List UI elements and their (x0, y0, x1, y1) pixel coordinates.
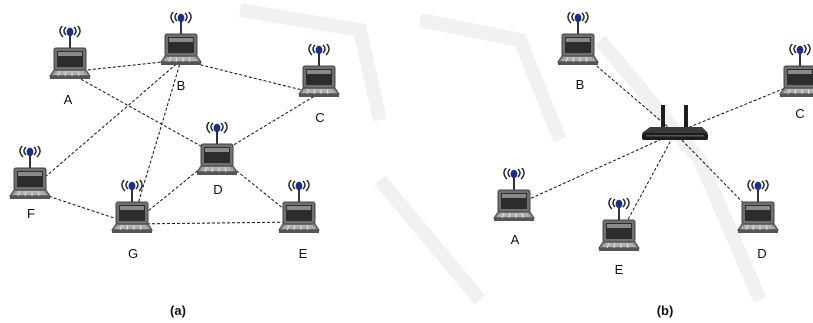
caption-b: (b) (657, 303, 674, 318)
panel-a-mesh-network: A B C D E F G (9, 12, 340, 261)
link-a-f-b (29, 59, 182, 191)
node-label-b-a: A (511, 232, 520, 247)
laptop-wireless-icon (196, 122, 238, 176)
node-label-a-c: C (315, 110, 324, 125)
watermark (238, 3, 767, 305)
laptop-wireless-icon (737, 180, 779, 234)
node-label-a-g: G (128, 246, 138, 261)
link-b-r-a (513, 132, 676, 207)
node-label-a-b: B (177, 78, 186, 93)
link-a-b-g (131, 59, 182, 225)
link-a-a-d (67, 71, 218, 156)
node-label-a-a: A (64, 92, 73, 107)
link-a-a-b (67, 59, 182, 73)
node-label-a-e: E (299, 246, 308, 261)
laptop-wireless-icon (557, 12, 599, 66)
link-b-r-c (674, 81, 801, 134)
node-label-b-c: C (795, 106, 804, 121)
link-b-r-e (618, 132, 676, 237)
caption-a: (a) (170, 303, 186, 318)
node-label-b-d: D (757, 246, 766, 261)
laptop-wireless-icon (49, 26, 91, 80)
node-label-a-d: D (213, 182, 222, 197)
panel-b-infrastructure-network: A B C D E (493, 12, 813, 277)
laptop-wireless-icon (298, 44, 340, 98)
node-label-b-e: E (615, 262, 624, 277)
laptop-wireless-icon (9, 146, 51, 200)
laptop-wireless-icon (160, 12, 202, 66)
laptop-wireless-icon (278, 180, 320, 234)
laptop-wireless-icon (779, 44, 813, 98)
link-a-g-e (131, 221, 301, 225)
link-a-b-c (180, 59, 319, 95)
node-label-a-f: F (27, 206, 35, 221)
laptop-wireless-icon (493, 168, 535, 222)
laptop-wireless-icon (111, 180, 153, 234)
laptop-wireless-icon (598, 198, 640, 252)
node-label-b-b: B (576, 77, 585, 92)
